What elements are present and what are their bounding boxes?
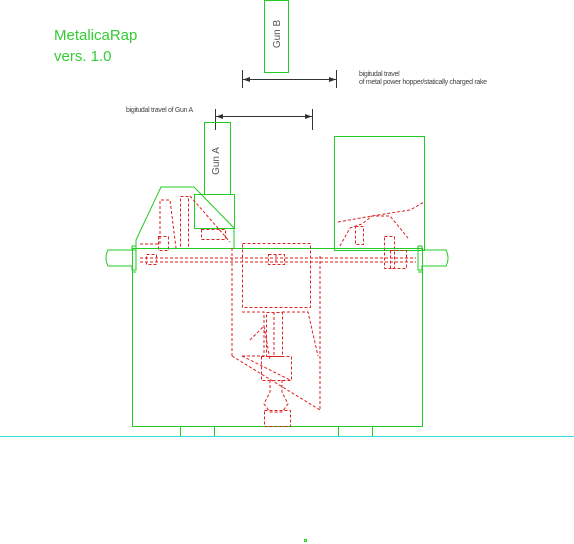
gun-a-travel-note: bigitudal travel of Gun A xyxy=(126,107,193,114)
app-title: MetalicaRap vers. 1.0 xyxy=(54,25,137,67)
gun-b-travel-line1: bigitudal travel xyxy=(359,71,400,78)
left-hopper-assembly xyxy=(135,186,235,251)
gun-a-travel-dimension xyxy=(215,109,313,130)
app-version: vers. 1.0 xyxy=(54,48,112,65)
gun-b-label: Gun B xyxy=(272,20,283,49)
gun-b-travel-line2: of metal power hopper/statically charged… xyxy=(359,79,487,86)
gun-a-label: Gun A xyxy=(211,147,222,175)
drive-shaft xyxy=(105,245,449,271)
origin-marker xyxy=(304,539,307,542)
gun-b-travel-note: bigitudal travel of metal power hopper/s… xyxy=(359,71,487,87)
gun-b[interactable]: Gun B xyxy=(264,0,289,73)
right-hopper xyxy=(334,136,425,269)
gun-a[interactable]: Gun A xyxy=(204,122,231,195)
machine-feet xyxy=(180,426,373,437)
app-name: MetalicaRap xyxy=(54,27,138,44)
machine-body xyxy=(132,248,423,427)
gun-b-travel-dimension xyxy=(242,70,337,88)
central-mechanism xyxy=(231,243,321,427)
